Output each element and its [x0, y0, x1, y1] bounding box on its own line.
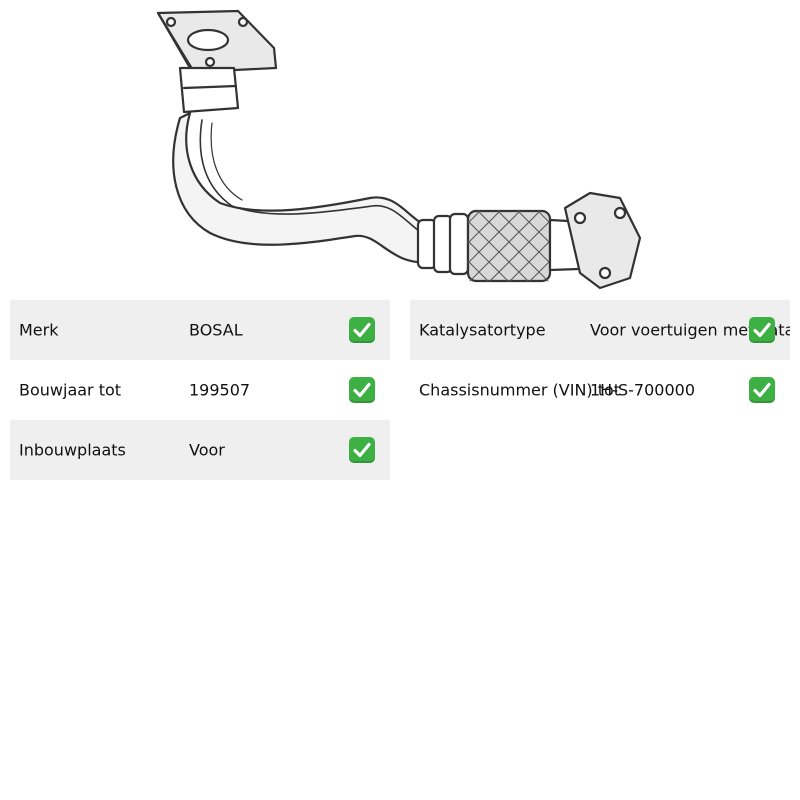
- exhaust-pipe-image: [156, 9, 642, 290]
- spec-label: Katalysatortype: [419, 320, 546, 340]
- spec-row-inbouwplaats: Inbouwplaats Voor: [10, 420, 390, 480]
- spec-label: Chassisnummer (VIN) tot: [419, 380, 621, 400]
- spec-table-right: Katalysatortype Voor voertuigen met kata…: [410, 300, 790, 420]
- spec-label: Inbouwplaats: [19, 440, 126, 460]
- spec-label: Bouwjaar tot: [19, 380, 122, 400]
- spec-row-bouwjaar-tot: Bouwjaar tot 199507: [10, 360, 390, 420]
- spec-label: Merk: [19, 320, 59, 340]
- check-mark-icon: [349, 437, 375, 463]
- check-mark-icon: [749, 317, 775, 343]
- spec-value: 199507: [189, 380, 251, 400]
- check-mark-icon: [349, 317, 375, 343]
- spec-value: Voor: [189, 440, 225, 460]
- check-mark-icon: [749, 377, 775, 403]
- spec-table-left: Merk BOSAL Bouwjaar tot 199507 Inbouwpla…: [10, 300, 390, 480]
- spec-row-chassisnummer: Chassisnummer (VIN) tot 1H-S-700000: [410, 360, 790, 420]
- check-mark-icon: [349, 377, 375, 403]
- spec-row-merk: Merk BOSAL: [10, 300, 390, 360]
- spec-value: BOSAL: [189, 320, 243, 340]
- spec-row-katalysatortype: Katalysatortype Voor voertuigen met kata…: [410, 300, 790, 360]
- spec-value: Voor voertuigen met katalysator: [590, 320, 790, 340]
- spec-value: 1H-S-700000: [590, 380, 695, 400]
